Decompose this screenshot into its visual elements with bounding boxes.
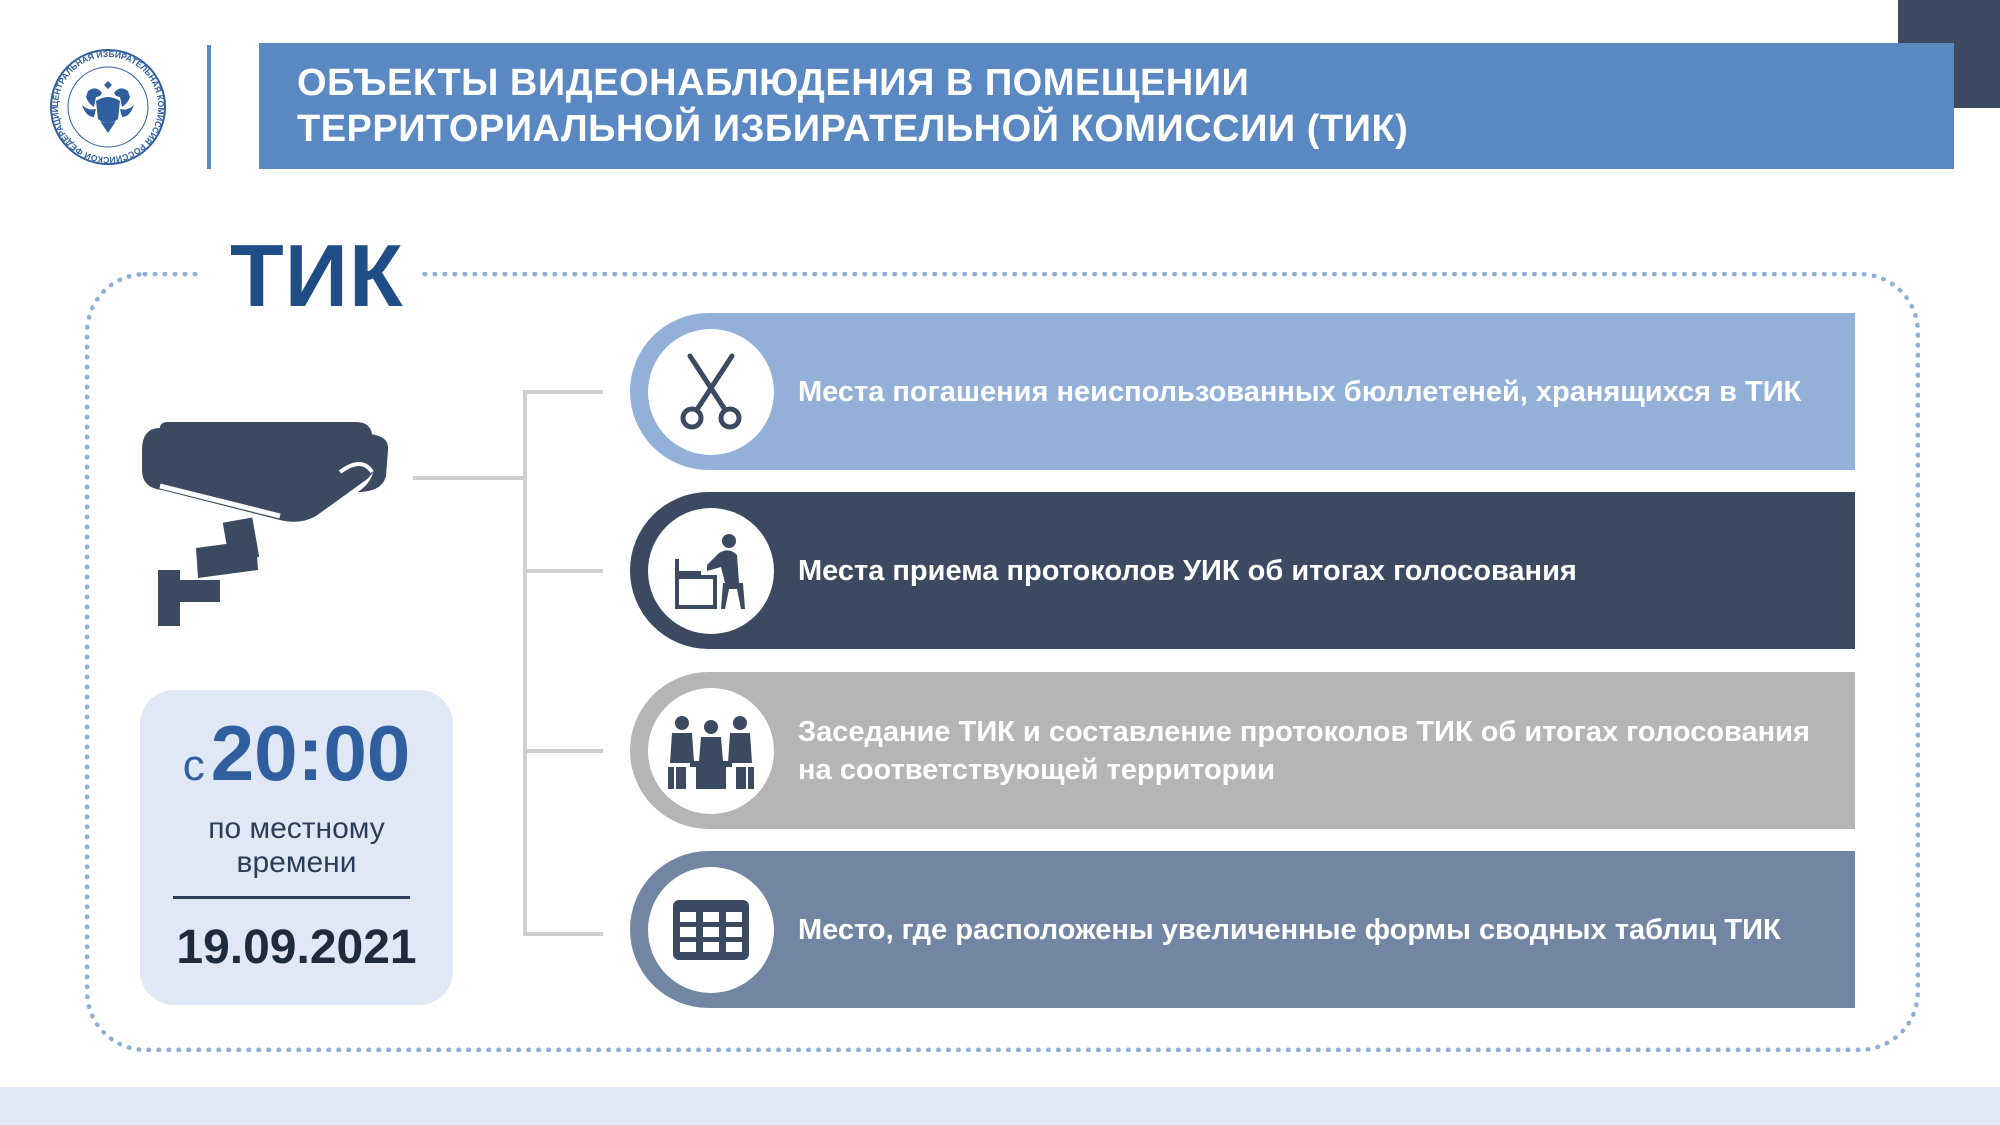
time-note-line-2: времени: [236, 846, 357, 879]
footer-band: [0, 1087, 2000, 1125]
desk-person-icon: [675, 533, 745, 609]
time-prefix: с: [182, 741, 205, 790]
connector-branch-1: [523, 390, 603, 394]
time-divider: [173, 896, 410, 899]
item-icon-circle: [648, 328, 774, 455]
item-text-line-1: Места погашения неиспользованных бюллете…: [798, 375, 1802, 408]
item-icon-circle: [648, 687, 774, 814]
connector-camera: [413, 476, 525, 480]
connector-trunk: [523, 390, 527, 936]
item-text: Заседание ТИК и составление протоколов Т…: [798, 713, 1840, 789]
connector-branch-3: [523, 749, 603, 753]
time-value: 20:00: [210, 709, 411, 797]
scissors-icon: [680, 353, 742, 429]
item-card-4: Место, где расположены увеличенные формы…: [630, 851, 1855, 1008]
time-note: по местному времени: [140, 812, 453, 880]
item-text: Место, где расположены увеличенные формы…: [798, 911, 1811, 949]
frame-title: ТИК: [230, 226, 404, 325]
header-title-line-2: ТЕРРИТОРИАЛЬНОЙ ИЗБИРАТЕЛЬНОЙ КОМИССИИ (…: [297, 108, 1409, 150]
item-card-3: Заседание ТИК и составление протоколов Т…: [630, 672, 1855, 829]
time-row: с20:00: [140, 708, 453, 799]
time-note-line-1: по местному: [208, 812, 385, 845]
item-text-line-1: Места приема протоколов УИК об итогах го…: [798, 554, 1577, 587]
tik-frame: [85, 272, 1920, 1052]
election-date: 19.09.2021: [176, 921, 417, 974]
item-text: Места погашения неиспользованных бюллете…: [798, 373, 1831, 411]
header-divider: [207, 45, 211, 169]
cec-emblem-icon: ЦЕНТРАЛЬНАЯ ИЗБИРАТЕЛЬНАЯ КОМИССИЯ РОССИ…: [48, 47, 168, 167]
header-title-line-1: ОБЪЕКТЫ ВИДЕОНАБЛЮДЕНИЯ В ПОМЕЩЕНИИ: [297, 62, 1250, 104]
item-icon-circle: [648, 507, 774, 634]
table-grid-icon: [673, 899, 749, 960]
header-banner: ОБЪЕКТЫ ВИДЕОНАБЛЮДЕНИЯ В ПОМЕЩЕНИИ ТЕРР…: [259, 43, 1954, 169]
item-card-2: Места приема протоколов УИК об итогах го…: [630, 492, 1855, 649]
item-icon-circle: [648, 866, 774, 993]
connector-branch-4: [523, 932, 603, 936]
item-text-line-2: на соответствующей территории: [798, 753, 1276, 786]
time-box: [140, 690, 453, 1005]
item-text-line-1: Место, где расположены увеличенные формы…: [798, 913, 1781, 946]
item-card-1: Места погашения неиспользованных бюллете…: [630, 313, 1855, 470]
frame-title-background: [200, 225, 420, 325]
cctv-camera-icon: [140, 420, 400, 630]
item-text-line-1: Заседание ТИК и составление протоколов Т…: [798, 715, 1810, 748]
meeting-icon: [668, 715, 754, 789]
item-text: Места приема протоколов УИК об итогах го…: [798, 552, 1607, 590]
connector-branch-2: [523, 569, 603, 573]
